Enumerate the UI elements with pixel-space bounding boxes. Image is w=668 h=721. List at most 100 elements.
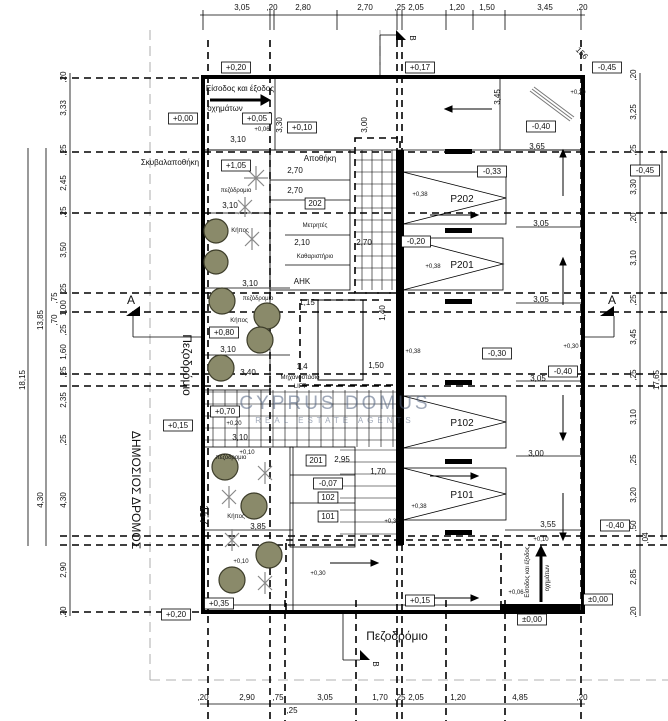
spot-elevation: +0,10 (239, 450, 255, 456)
dimension-left: 3,50 (59, 242, 68, 258)
level-box (600, 519, 630, 532)
interior-dimension: 3,65 (529, 142, 545, 151)
dimension-bottom: 1,70 (372, 693, 388, 702)
dimension-top: ,20 (576, 3, 588, 12)
watermark-name: CYPRUS DOMUS (239, 393, 430, 414)
room-label-entrance: Είσοδος και έξοδος (524, 546, 531, 597)
interior-dimension: 3,85 (250, 522, 266, 531)
section-mark: A (608, 293, 616, 307)
section-mark: A (127, 293, 135, 307)
level-box (405, 594, 435, 607)
dimension-left: 2,35 (59, 392, 68, 408)
dimension-left: 1,00 (59, 300, 68, 316)
dimension-overall: 18,15 (18, 369, 27, 390)
interior-dimension: 3,40 (240, 368, 256, 377)
dimension-left: ,25 (59, 144, 68, 156)
level-box (204, 597, 234, 610)
dimension-bottom: 4,85 (512, 693, 528, 702)
level-marker: ±0,00 (588, 595, 609, 604)
level-marker: ±0,00 (522, 615, 543, 624)
dimension-right: ,25 (629, 144, 638, 156)
interior-dimension: 3,00 (528, 449, 544, 458)
dimension-bottom: ,75 (272, 693, 284, 702)
spot-elevation: +0,38 (384, 519, 400, 525)
level-box (287, 121, 317, 134)
dimension-right: ,20 (629, 69, 638, 81)
dimension-right: ,20 (629, 212, 638, 224)
spot-elevation: +0,38 (425, 264, 441, 270)
interior-dimension: 3,00 (360, 117, 369, 133)
spot-elevation: +0,20 (570, 90, 586, 96)
level-marker: 102 (321, 493, 335, 502)
level-box (517, 613, 547, 626)
interior-dimension: 1,50 (368, 361, 384, 370)
level-box (526, 120, 556, 133)
interior-dimension: 1,15 (299, 298, 315, 307)
spot-elevation: +0,38 (412, 192, 428, 198)
spot-elevation: +0,38 (405, 349, 421, 355)
level-box (242, 112, 272, 125)
dimension-top: 2,80 (295, 3, 311, 12)
dimension-left: 4,30 (59, 492, 68, 508)
section-mark: B (408, 35, 417, 40)
interior-dimension: 3,55 (540, 520, 556, 529)
level-box (317, 510, 339, 523)
interior-dimension: 1,4 (296, 362, 308, 371)
room-label-entrance: Είσοδος και έξοδος (206, 84, 274, 93)
level-box (163, 419, 193, 432)
dimension-lines (27, 10, 663, 705)
dimension-overall: 13,85 (36, 309, 45, 330)
interior-dimension: 3,05 (533, 295, 549, 304)
level-marker: +0,00 (173, 114, 194, 123)
room-label-pavement: πεζόδρομιο (221, 187, 252, 194)
level-box (482, 347, 512, 360)
spot-elevation: +0,10 (233, 559, 249, 565)
level-marker: +0,35 (209, 599, 230, 608)
level-box (548, 365, 578, 378)
interior-dimension: 3,05 (533, 219, 549, 228)
dimension-right: ,04 (641, 532, 650, 544)
dimension-bottom: ,20 (576, 693, 588, 702)
dimension-top: ,25 (394, 3, 406, 12)
street-label-public-road: ΔΗΜΟΣΙΟΣ ΔΡΟΜΟΣ (129, 431, 143, 549)
parking-space-label: P101 (450, 490, 474, 501)
spot-elevation: +0,38 (411, 504, 427, 510)
dimension-right: 3,10 (629, 409, 638, 425)
dimension-right: 3,45 (629, 329, 638, 345)
spot-elevation: +0,10 (533, 537, 549, 543)
dimension-left: ,25 (59, 434, 68, 446)
level-marker: +0,70 (215, 407, 236, 416)
level-marker: +0,10 (292, 123, 313, 132)
level-marker: -0,45 (636, 166, 655, 175)
level-box (209, 326, 239, 339)
interior-dimension: 3,45 (493, 89, 502, 105)
dimension-right: ,25 (629, 294, 638, 306)
dimension-right: 2,85 (629, 569, 638, 585)
room-label-meters: Μετρητές (303, 222, 328, 229)
room-label-storage: Αποθήκη (304, 154, 337, 163)
level-marker: +1,05 (226, 161, 247, 170)
level-box (592, 61, 622, 74)
dimension-bottom: ,25 (286, 706, 298, 715)
level-box (583, 593, 613, 606)
ramp-hatch (529, 86, 575, 122)
dimension-left: ,25 (59, 206, 68, 218)
dimension-left: ,25 (59, 283, 68, 295)
level-box (168, 112, 198, 125)
room-label-garden: Κήπος (227, 513, 245, 520)
level-marker: -0,40 (606, 521, 625, 530)
room-label-lift: LIFT (294, 384, 307, 390)
room-label-garden: Κήπος (231, 227, 249, 234)
interior-dimension: 3,10 (232, 433, 248, 442)
interior-dimension: 3,10 (230, 135, 246, 144)
stair-grid (203, 150, 398, 535)
room-label-cleaning: Καθαριστήριο (297, 253, 334, 260)
level-box (317, 491, 339, 504)
interior-dimension: 2,70 (356, 238, 372, 247)
dimension-top: 1,20 (449, 3, 465, 12)
level-box (304, 197, 326, 210)
dimension-right: 3,10 (629, 250, 638, 266)
dimension-right: 3,25 (629, 104, 638, 120)
dimension-top: 1,50 (479, 3, 495, 12)
